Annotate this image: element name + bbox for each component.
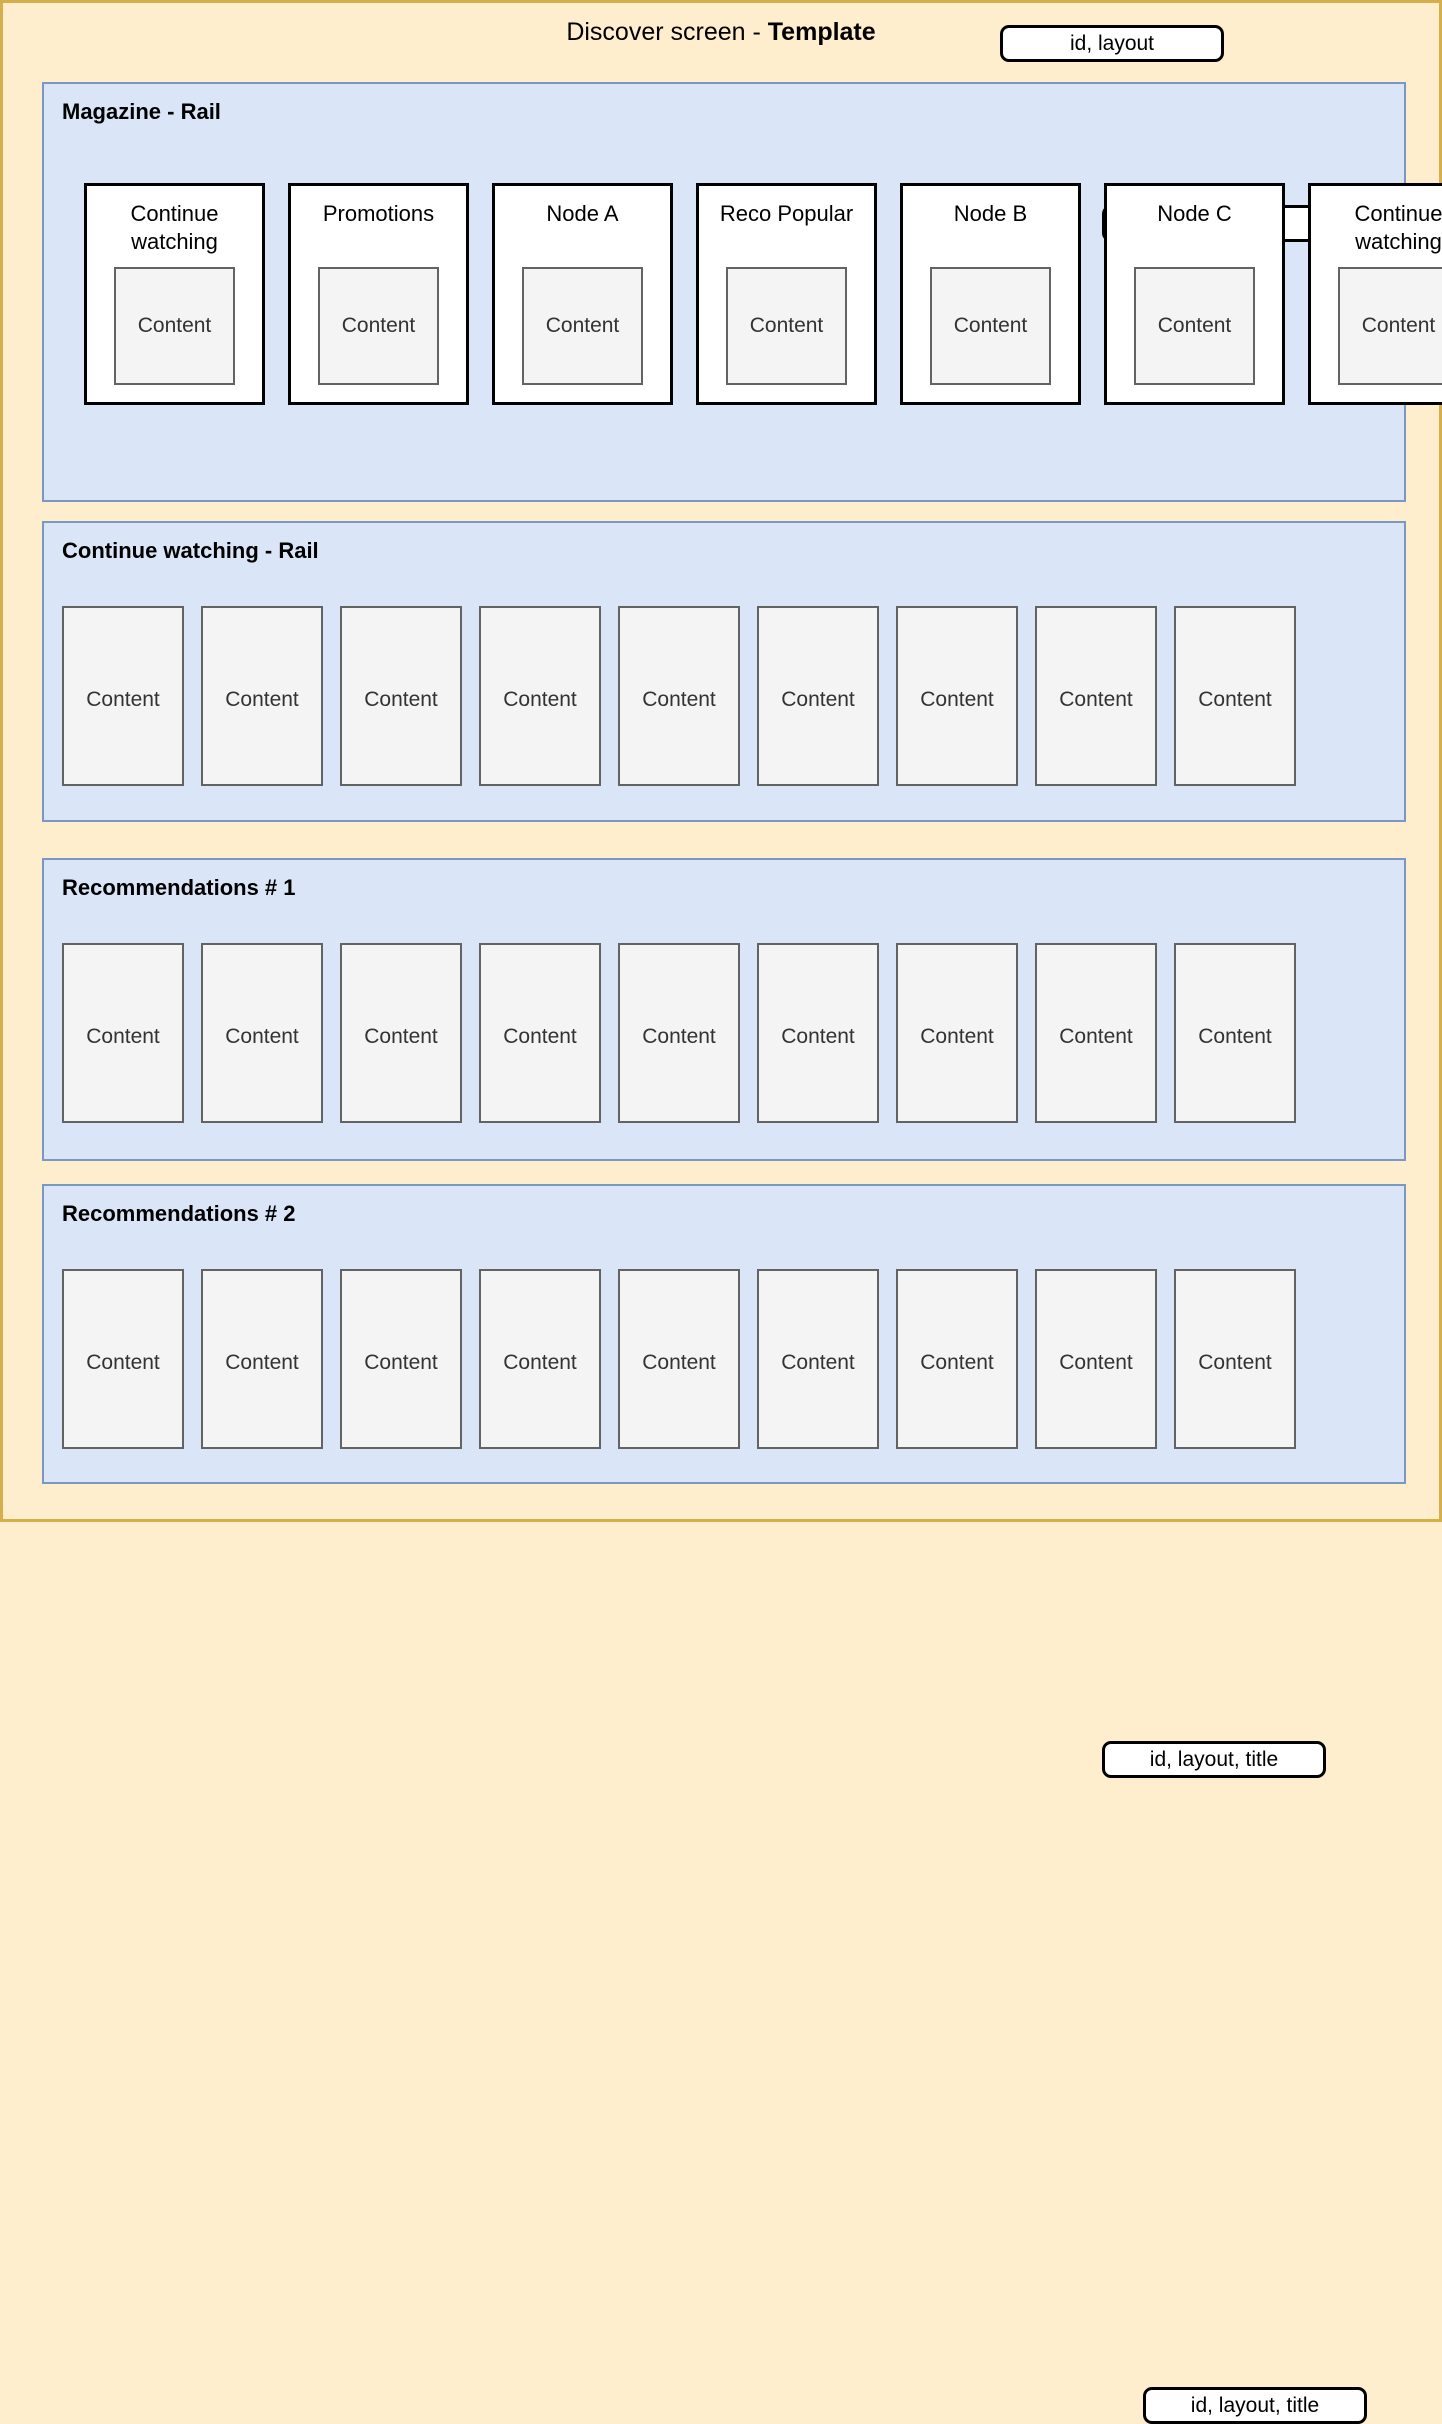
- content-tile[interactable]: Content: [201, 1269, 323, 1449]
- magazine-card-row: Continue watching Content Promotions Con…: [84, 183, 1442, 405]
- content-tile-label: Content: [481, 1352, 599, 1374]
- recommendations-1-content-row: Content Content Content Content Content …: [62, 943, 1296, 1123]
- content-tile[interactable]: Content: [1035, 1269, 1157, 1449]
- content-tile-label: Content: [203, 1026, 321, 1048]
- section-fields-badge-recommendations-2[interactable]: id, layout, title: [1143, 2387, 1367, 2424]
- magazine-card-content[interactable]: Content: [1338, 267, 1442, 385]
- section-title-recommendations-1: Recommendations # 1: [62, 875, 296, 901]
- magazine-card-title: Node A: [503, 200, 663, 228]
- content-tile-label: Content: [759, 689, 877, 711]
- content-tile-label: Content: [759, 1026, 877, 1048]
- content-tile[interactable]: Content: [618, 606, 740, 786]
- content-tile-label: Content: [481, 689, 599, 711]
- content-tile[interactable]: Content: [340, 606, 462, 786]
- content-tile-label: Content: [64, 689, 182, 711]
- content-tile-label: Content: [898, 689, 1016, 711]
- content-tile-label: Content: [1176, 1026, 1294, 1048]
- content-tile[interactable]: Content: [201, 606, 323, 786]
- content-tile-label: Content: [342, 1026, 460, 1048]
- magazine-card-content[interactable]: Content: [930, 267, 1051, 385]
- magazine-card-content[interactable]: Content: [726, 267, 847, 385]
- section-recommendations-1: Recommendations # 1 id, layout, title Co…: [42, 858, 1406, 1161]
- recommendations-2-content-row: Content Content Content Content Content …: [62, 1269, 1296, 1449]
- content-tile-label: Content: [203, 689, 321, 711]
- magazine-card-content[interactable]: Content: [114, 267, 235, 385]
- magazine-card-title: Continue watching: [1319, 200, 1442, 256]
- content-tile[interactable]: Content: [896, 606, 1018, 786]
- magazine-card-title: Node B: [911, 200, 1071, 228]
- magazine-card[interactable]: Continue watching Content: [84, 183, 265, 405]
- content-tile-label: Content: [64, 1026, 182, 1048]
- discover-screen-template-diagram: Discover screen - Template id, layout Ma…: [0, 0, 1442, 1522]
- magazine-card[interactable]: Node B Content: [900, 183, 1081, 405]
- magazine-card-title: Continue watching: [95, 200, 255, 256]
- content-tile-label: Content: [342, 689, 460, 711]
- content-tile[interactable]: Content: [618, 1269, 740, 1449]
- content-tile[interactable]: Content: [62, 1269, 184, 1449]
- content-tile-label: Content: [620, 1352, 738, 1374]
- diagram-header: Discover screen - Template id, layout: [3, 3, 1439, 75]
- magazine-card[interactable]: Node A Content: [492, 183, 673, 405]
- content-tile[interactable]: Content: [479, 1269, 601, 1449]
- magazine-card-title: Node C: [1115, 200, 1275, 228]
- magazine-card-title: Reco Popular: [707, 200, 867, 228]
- magazine-card-content[interactable]: Content: [1134, 267, 1255, 385]
- content-tile[interactable]: Content: [62, 943, 184, 1123]
- content-tile[interactable]: Content: [1035, 943, 1157, 1123]
- content-tile[interactable]: Content: [896, 943, 1018, 1123]
- content-tile-label: Content: [1037, 1026, 1155, 1048]
- content-tile-label: Content: [620, 689, 738, 711]
- magazine-card[interactable]: Node C Content: [1104, 183, 1285, 405]
- content-tile-label: Content: [342, 1352, 460, 1374]
- magazine-card[interactable]: Continue watching Content: [1308, 183, 1442, 405]
- content-tile[interactable]: Content: [340, 943, 462, 1123]
- content-tile[interactable]: Content: [340, 1269, 462, 1449]
- content-tile[interactable]: Content: [1035, 606, 1157, 786]
- content-tile[interactable]: Content: [896, 1269, 1018, 1449]
- content-tile[interactable]: Content: [757, 1269, 879, 1449]
- section-title-magazine: Magazine - Rail: [62, 99, 221, 125]
- magazine-card-content[interactable]: Content: [318, 267, 439, 385]
- section-title-continue-watching: Continue watching - Rail: [62, 538, 319, 564]
- content-tile[interactable]: Content: [479, 606, 601, 786]
- content-tile-label: Content: [1037, 689, 1155, 711]
- content-tile[interactable]: Content: [757, 606, 879, 786]
- content-tile-label: Content: [759, 1352, 877, 1374]
- page-title-strong: Template: [768, 18, 876, 46]
- content-tile[interactable]: Content: [479, 943, 601, 1123]
- content-tile-label: Content: [64, 1352, 182, 1374]
- section-recommendations-2: Recommendations # 2 id, layout, title Co…: [42, 1184, 1406, 1484]
- magazine-card[interactable]: Promotions Content: [288, 183, 469, 405]
- section-fields-badge-recommendations-1[interactable]: id, layout, title: [1102, 1741, 1326, 1778]
- content-tile-label: Content: [1037, 1352, 1155, 1374]
- section-magazine-rail: Magazine - Rail id, layout, title Contin…: [42, 82, 1406, 502]
- magazine-card-title: Promotions: [299, 200, 459, 228]
- content-tile[interactable]: Content: [62, 606, 184, 786]
- content-tile[interactable]: Content: [1174, 1269, 1296, 1449]
- content-tile[interactable]: Content: [757, 943, 879, 1123]
- content-tile[interactable]: Content: [1174, 606, 1296, 786]
- content-tile[interactable]: Content: [201, 943, 323, 1123]
- magazine-card-content[interactable]: Content: [522, 267, 643, 385]
- section-continue-watching-rail: Continue watching - Rail id, layout, tit…: [42, 521, 1406, 822]
- page-title-prefix: Discover screen -: [566, 18, 767, 46]
- section-title-recommendations-2: Recommendations # 2: [62, 1201, 296, 1227]
- continue-watching-content-row: Content Content Content Content Content …: [62, 606, 1296, 786]
- content-tile[interactable]: Content: [1174, 943, 1296, 1123]
- content-tile-label: Content: [481, 1026, 599, 1048]
- content-tile-label: Content: [1176, 1352, 1294, 1374]
- magazine-card[interactable]: Reco Popular Content: [696, 183, 877, 405]
- header-fields-badge[interactable]: id, layout: [1000, 25, 1224, 62]
- content-tile-label: Content: [898, 1026, 1016, 1048]
- content-tile-label: Content: [898, 1352, 1016, 1374]
- content-tile-label: Content: [203, 1352, 321, 1374]
- content-tile-label: Content: [1176, 689, 1294, 711]
- content-tile-label: Content: [620, 1026, 738, 1048]
- content-tile[interactable]: Content: [618, 943, 740, 1123]
